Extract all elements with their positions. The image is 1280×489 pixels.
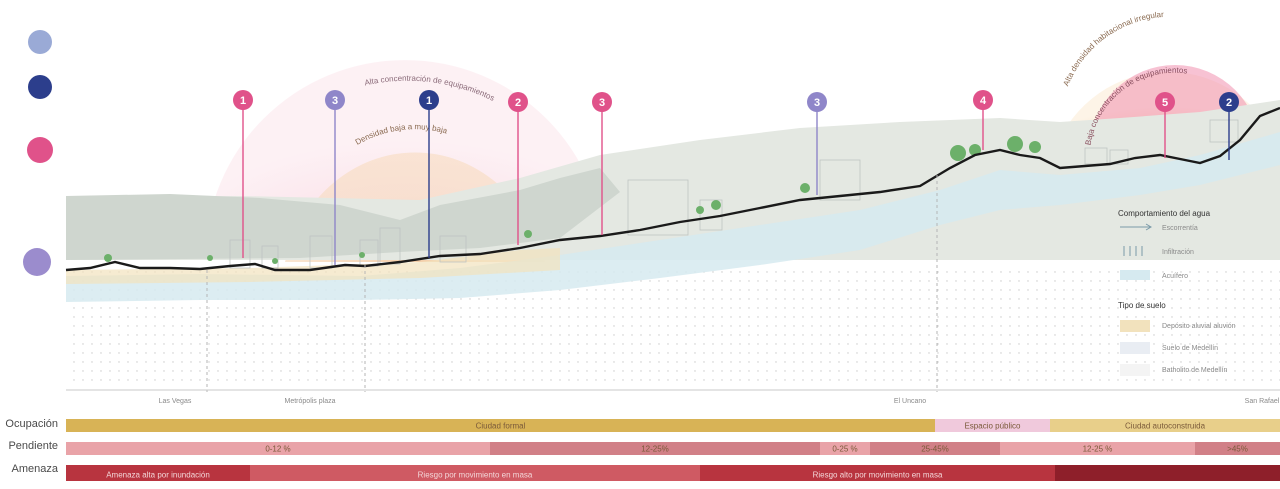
row-label-ocupacion: Ocupación — [5, 418, 58, 430]
left-icons — [23, 30, 53, 276]
marker-number: 5 — [1162, 97, 1168, 109]
legend-item-label: Suelo de Medellín — [1162, 345, 1218, 352]
bar-segment-label: >45% — [1227, 445, 1248, 454]
marker-2: 3 — [325, 90, 345, 265]
place-labels: Las Vegas Metrópolis plaza El Uncano San Ra… — [159, 398, 1280, 405]
bar-segment-label: Ciudad autoconstruida — [1125, 422, 1206, 431]
marker-number: 2 — [515, 97, 521, 109]
marker-number: 1 — [426, 95, 432, 107]
left-icon-2 — [28, 75, 52, 99]
place-label: Las Vegas — [159, 398, 192, 405]
bar-segment-label: 12-25 % — [1083, 445, 1113, 454]
marker-number: 3 — [332, 95, 338, 107]
marker-number: 4 — [980, 95, 987, 107]
bar-segment: 12-25% — [490, 442, 820, 455]
bar-segment: 12-25 % — [1000, 442, 1195, 455]
bar-segment: Ciudad formal — [66, 419, 935, 432]
marker-number: 3 — [814, 97, 820, 109]
place-label: El Uncano — [894, 398, 926, 405]
bar-segment: Riesgo por movimiento en masa — [250, 465, 700, 481]
legend-item-medellin-soil-swatch: Suelo de Medellín — [1120, 342, 1218, 354]
bar-segment: Riesgo alto por movimiento en masa — [700, 465, 1055, 481]
row-label-pendiente: Pendiente — [8, 440, 58, 452]
bar-segment-label: 25-45% — [921, 445, 949, 454]
marker-number: 1 — [240, 95, 246, 107]
legend-item-label: Escorrentía — [1162, 225, 1198, 232]
alluvial-zone — [66, 248, 560, 284]
legend-title-water: Comportamiento del agua — [1118, 209, 1211, 218]
left-icon-3 — [27, 137, 53, 163]
legend-item-label: Depósito aluvial aluvión — [1162, 323, 1236, 330]
bar-segment-label: Amenaza alta por inundación — [106, 471, 210, 480]
marker-9: 2 — [1219, 92, 1239, 160]
bar-segment: Amenaza alta por inundación — [66, 465, 250, 481]
marker-number: 2 — [1226, 97, 1232, 109]
marker-4: 2 — [508, 92, 528, 245]
legend-item-arrow-icon: Escorrentía — [1120, 223, 1198, 232]
bar-segment-label: Riesgo alto por movimiento en masa — [813, 471, 943, 480]
legend-item-batholith-swatch: Batholito de Medellín — [1120, 364, 1227, 376]
legend-item-aquifer-icon: Acuífero — [1120, 270, 1188, 280]
midground-hills — [66, 168, 620, 260]
bar-segment: 25-45% — [870, 442, 1000, 455]
bar-segment — [1055, 465, 1280, 481]
place-label: Metrópolis plaza — [285, 398, 336, 405]
bar-segment: >45% — [1195, 442, 1280, 455]
marker-8: 5 — [1155, 92, 1175, 158]
left-icon-4 — [23, 248, 51, 276]
legend: Comportamiento del agua EscorrentíaInfil… — [1118, 209, 1236, 376]
legend-item-alluvial-swatch: Depósito aluvial aluvión — [1120, 320, 1236, 332]
row-label-amenaza: Amenaza — [11, 463, 58, 475]
bar-segment-label: Espacio público — [964, 422, 1021, 431]
legend-item-label: Batholito de Medellín — [1162, 367, 1227, 374]
legend-item-label: Infiltración — [1162, 249, 1194, 256]
trees — [104, 136, 1041, 264]
marker-3: 1 — [419, 90, 439, 258]
legend-item-infiltration-icon: Infiltración — [1123, 246, 1194, 256]
bar-segment: Espacio público — [935, 419, 1050, 432]
bar-segment-label: 0-25 % — [832, 445, 857, 454]
marker-7: 4 — [973, 90, 993, 150]
markers: 1 3 1 2 3 3 4 5 2 — [233, 90, 1239, 265]
left-icon-1 — [28, 30, 52, 54]
marker-number: 3 — [599, 97, 605, 109]
legend-item-label: Acuífero — [1162, 273, 1188, 280]
aquifer-band — [66, 132, 1280, 302]
bar-segment-label: 0-12 % — [265, 445, 290, 454]
marker-5: 3 — [592, 92, 612, 235]
legend-title-soil: Tipo de suelo — [1118, 301, 1166, 310]
dividers — [206, 175, 938, 392]
attribute-bars: Ciudad formal Espacio público Ciudad autoc… — [66, 419, 1280, 481]
terrain-line — [65, 106, 1280, 272]
place-label: San Rafael — [1245, 398, 1280, 405]
bar-segment: 0-12 % — [66, 442, 490, 455]
bar-segment-label: Riesgo por movimiento en masa — [418, 471, 533, 480]
marker-6: 3 — [807, 92, 827, 195]
bar-segment: Ciudad autoconstruida — [1050, 419, 1280, 432]
bar-segment-label: Ciudad formal — [476, 422, 526, 431]
bar-segment-label: 12-25% — [641, 445, 669, 454]
bar-segment: 0-25 % — [820, 442, 870, 455]
marker-1: 1 — [233, 90, 253, 258]
